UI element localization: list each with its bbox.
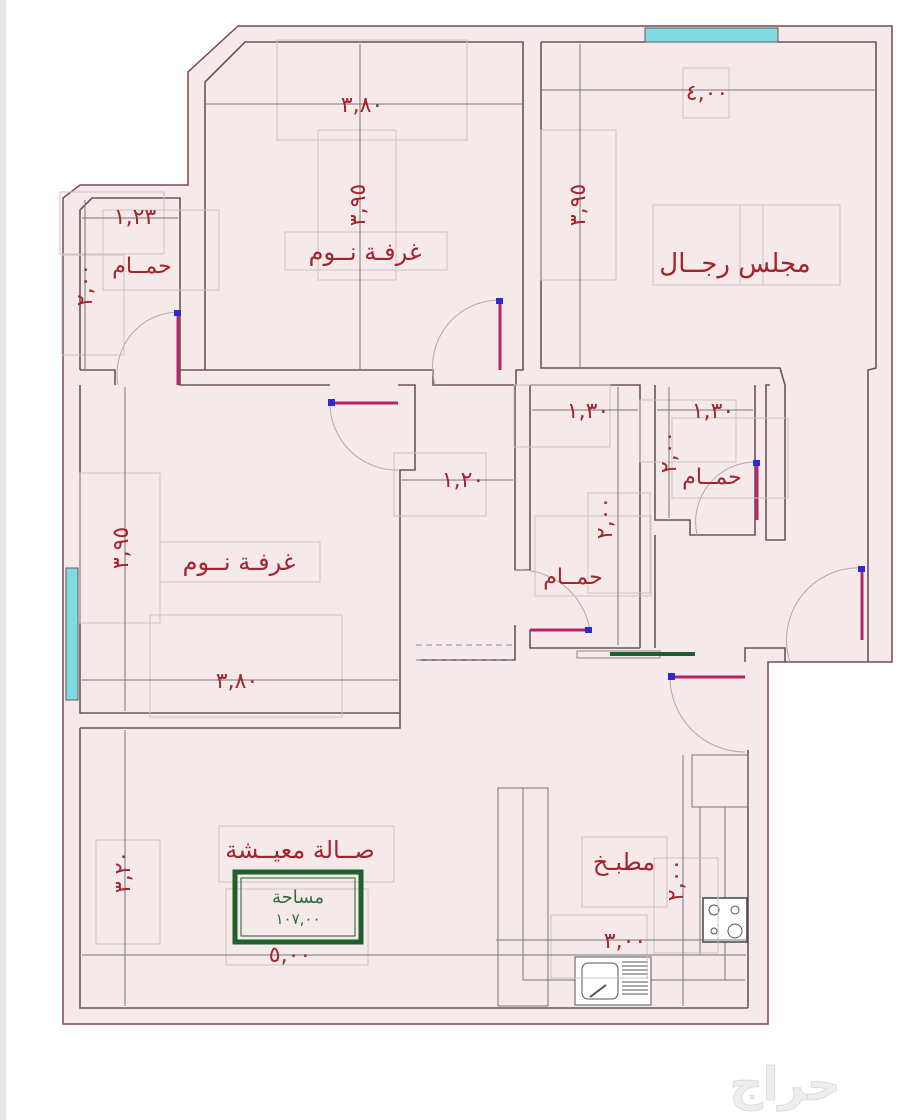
bedroom-1-length: ٣,٩٥ [346, 184, 371, 226]
bathroom-1-width: ١,٢٣ [114, 205, 157, 230]
stove-icon [702, 897, 748, 943]
bedroom-2-length: ٣,٩٥ [109, 527, 134, 569]
doors [116, 298, 865, 753]
kitchen-width: ٣,٠٠ [604, 929, 646, 954]
bedroom-1-label: غرفـة نــوم [309, 238, 422, 266]
watermark-logo: حراج [730, 1057, 841, 1111]
window-majlis [644, 27, 779, 43]
open-passage [416, 644, 513, 661]
area-value: ١٠٧,٠٠ [275, 910, 320, 928]
bathroom-2-label: حمــام [543, 565, 603, 590]
majlis-label: مجلس رجــال [659, 249, 810, 279]
corridor-width: ١,٢٠ [442, 468, 484, 493]
bedroom-2-label: غرفـة نــوم [183, 548, 296, 576]
outer-boundary [62, 25, 893, 1025]
window-bedroom-2 [65, 567, 79, 701]
area-title: مساحة [272, 887, 324, 908]
living-hall-length: ٣,٢٠ [111, 851, 136, 893]
sink-icon [574, 956, 652, 1006]
bathroom-3-label: حمــام [682, 465, 742, 490]
bathroom-2-length: ٢,٠٠ [593, 497, 618, 539]
bathroom-1-length: ٢,٠٠ [73, 264, 98, 306]
majlis-width: ٤,٠٠ [686, 81, 728, 106]
annotation-frames [59, 39, 841, 979]
exterior-area [769, 663, 900, 1043]
total-area-box: مساحة ١٠٧,٠٠ [232, 869, 364, 945]
bedroom-2-width: ٣,٨٠ [216, 669, 258, 694]
bedroom-1-width: ٣,٨٠ [341, 93, 383, 118]
kitchen-label: مطبـخ [593, 848, 655, 876]
pipe-strip [610, 652, 695, 656]
viewer-edge-bar [0, 0, 6, 1120]
bathroom-3-width: ١,٣٠ [692, 399, 734, 424]
kitchen-length: ٢,٠٠ [664, 859, 689, 901]
bathroom-2-width: ١,٣٠ [567, 399, 609, 424]
living-hall-label: صــالة معيــشة [225, 836, 375, 864]
labels: ٣,٨٠ ٣,٩٥ غرفـة نــوم ٤,٠٠ ٣,٩٥ مجلس رجـ… [73, 81, 811, 968]
majlis-length: ٣,٩٥ [566, 184, 591, 226]
living-hall-width: ٥,٠٠ [269, 943, 311, 968]
bathroom-1-label: حمــام [112, 254, 172, 279]
bathroom-3-length: ٢,٠٠ [657, 431, 682, 473]
dimension-lines [82, 44, 876, 1006]
